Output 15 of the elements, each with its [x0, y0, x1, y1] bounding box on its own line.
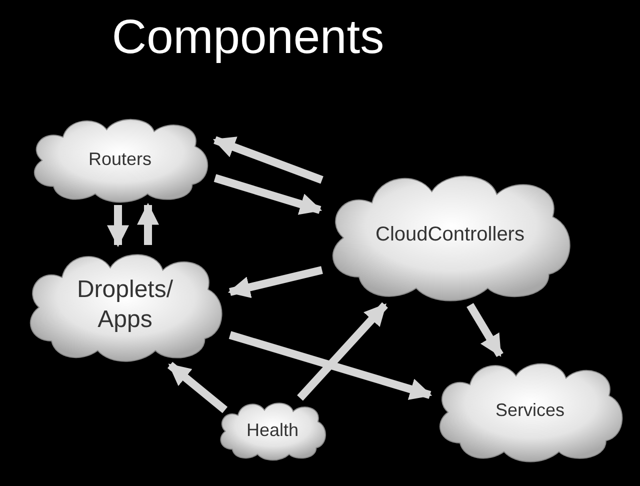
title: Components [110, 10, 386, 66]
arrow [214, 174, 322, 215]
node-label: Health [246, 418, 299, 442]
arrow [297, 302, 388, 401]
node-label: Services [495, 398, 565, 422]
arrow [107, 205, 129, 248]
node-label: CloudControllers [376, 222, 524, 248]
arrow [228, 331, 432, 400]
arrow [228, 266, 323, 298]
node-label: Routers [88, 147, 152, 170]
node-label: Droplets/ Apps [76, 275, 174, 335]
arrow [137, 202, 159, 245]
arrow [167, 362, 228, 414]
arrow [212, 136, 324, 184]
arrow [466, 302, 504, 358]
